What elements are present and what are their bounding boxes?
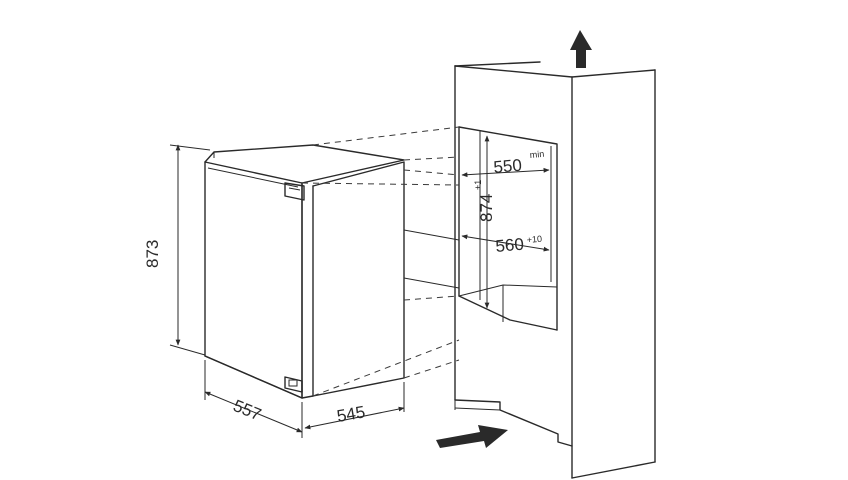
label-niche-width-560: 560 <box>495 235 525 256</box>
label-niche-height-tol: +1 <box>473 180 483 190</box>
dimension-appliance-depth: 545 <box>304 382 405 430</box>
label-niche-width-550: 550 <box>493 156 523 177</box>
label-width-557: 557 <box>231 396 264 424</box>
label-depth-545: 545 <box>335 402 366 426</box>
label-niche-height-874: 874 <box>477 194 496 222</box>
label-niche-width-nom-tol: +10 <box>526 234 542 245</box>
dimension-appliance-height: 873 <box>143 144 211 356</box>
dimension-appliance-width: 557 <box>204 360 303 438</box>
projection-lines <box>301 126 460 397</box>
appliance-body <box>204 144 405 399</box>
cabinet-housing <box>454 61 656 479</box>
air-inlet-arrow-icon <box>436 425 508 448</box>
dimension-niche-height: 874 +1 <box>473 135 496 309</box>
dimension-niche-width-nominal: 560 +10 <box>461 234 550 256</box>
label-height-873: 873 <box>143 240 162 268</box>
air-outlet-arrow-icon <box>570 30 592 68</box>
dimension-niche-width-min: 550 min <box>461 149 550 178</box>
label-niche-width-min-sup: min <box>529 149 544 160</box>
